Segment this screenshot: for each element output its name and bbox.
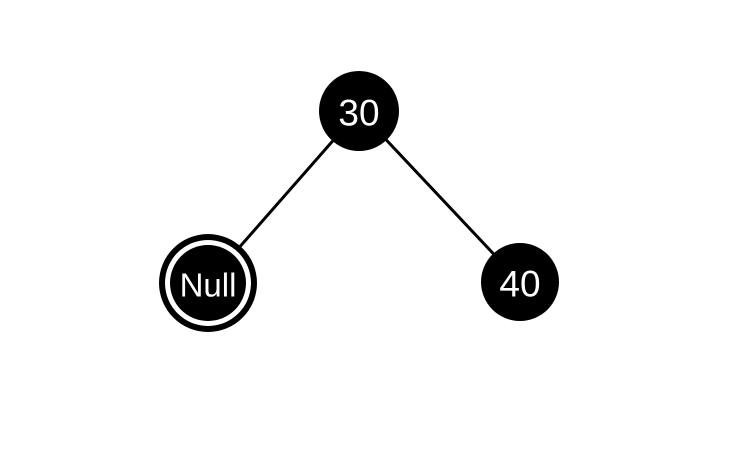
node-circle xyxy=(170,245,246,321)
node-label: Null xyxy=(180,267,237,304)
tree-node-right-child: 40 xyxy=(481,243,559,321)
tree-node-root: 30 xyxy=(319,71,399,151)
node-circle xyxy=(319,71,399,151)
tree-node-left-child-null: Null xyxy=(159,234,257,332)
node-label: 30 xyxy=(338,93,379,134)
node-circle xyxy=(481,243,559,321)
node-label: 40 xyxy=(499,264,540,305)
